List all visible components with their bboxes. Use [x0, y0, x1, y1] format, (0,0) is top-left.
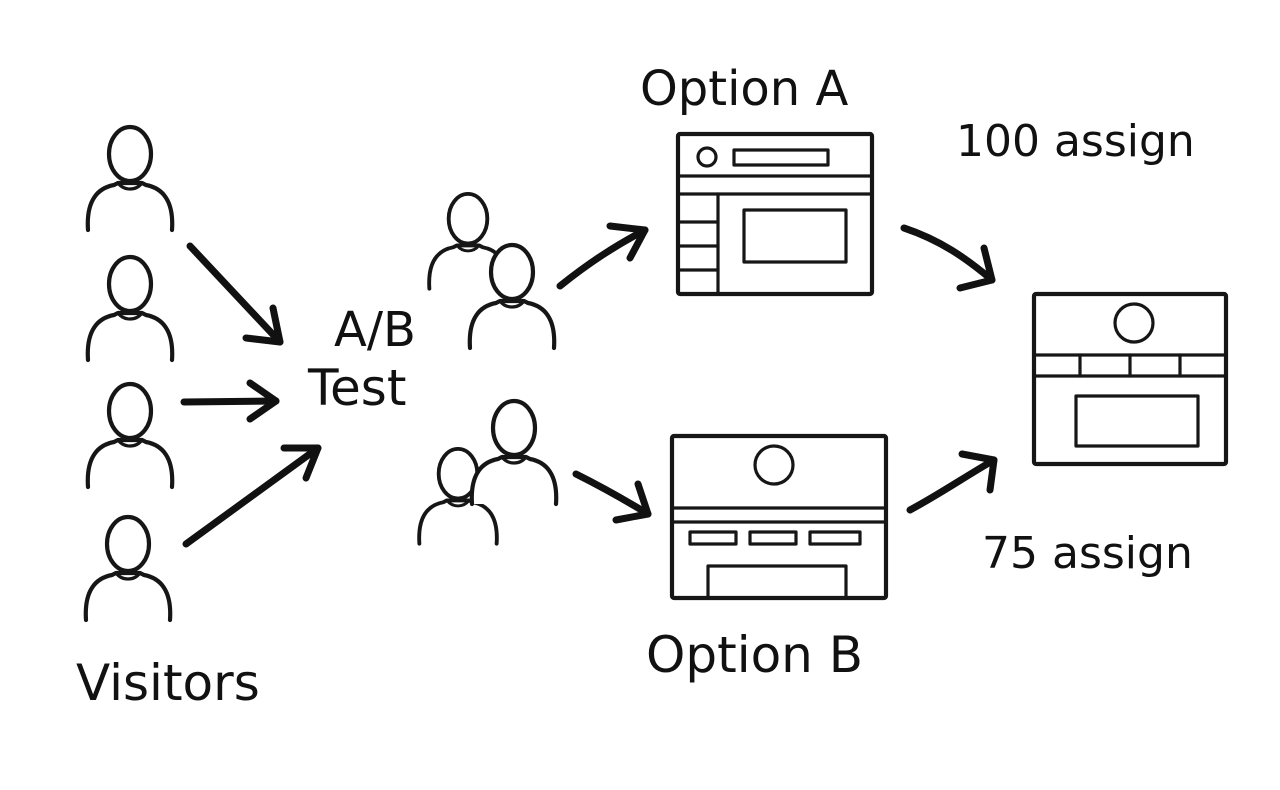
arrow-icon [186, 242, 284, 346]
ab-test-label-line1: A/B [334, 302, 416, 358]
result-page-icon [1031, 291, 1229, 467]
arrow-icon [572, 470, 652, 524]
ab-test-label-line2: Test [307, 359, 406, 417]
arrow-icon [906, 450, 998, 514]
arrow-icon [556, 222, 649, 290]
person-icon [88, 257, 172, 360]
assign-a-count: 100 assign [956, 116, 1195, 167]
person-icon [86, 517, 170, 620]
person-icon [88, 384, 172, 487]
option-b-page-icon [669, 433, 889, 601]
group-a-people [427, 191, 554, 348]
person-icon [88, 127, 172, 230]
option-a-label: Option A [640, 61, 848, 117]
assign-b-count: 75 assign [982, 528, 1193, 579]
visitors-label: Visitors [76, 654, 260, 712]
group-b-people [417, 401, 556, 546]
arrow-icon [180, 379, 280, 423]
arrow-icon [900, 224, 996, 292]
arrow-icon [182, 444, 322, 548]
option-a-page-icon [675, 131, 875, 297]
person-icon [472, 401, 556, 504]
option-b-label: Option B [646, 626, 863, 684]
visitors-group [86, 127, 172, 620]
